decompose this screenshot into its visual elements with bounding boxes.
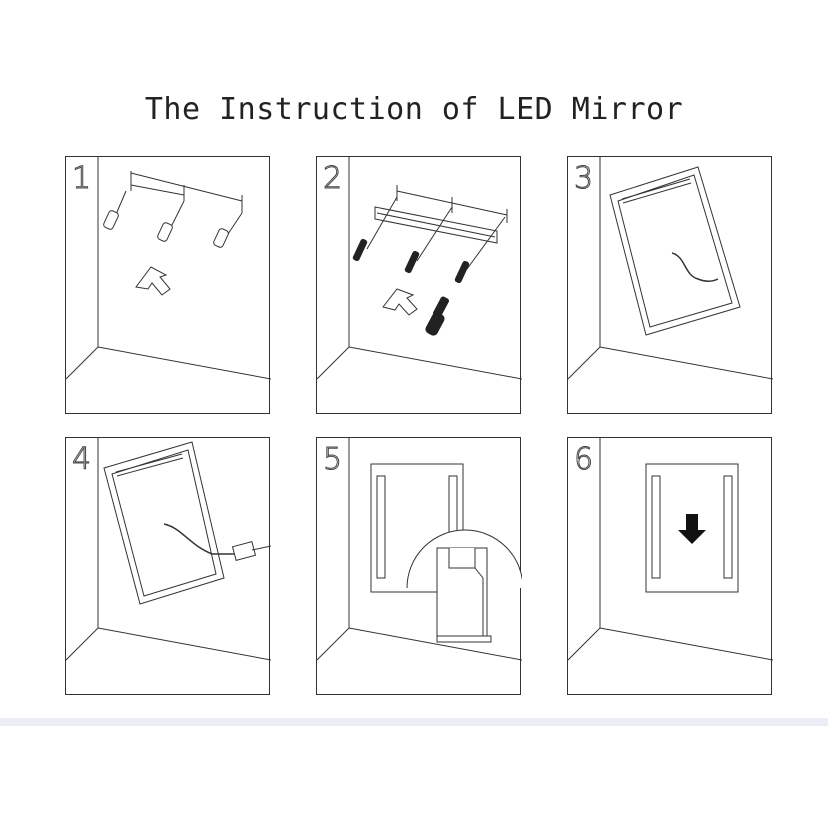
step-5-drawing: [317, 438, 522, 661]
footer-band: [0, 718, 828, 726]
step-number: 1: [71, 161, 92, 197]
step-1-drawing: [66, 157, 271, 380]
step-number: 3: [573, 161, 594, 197]
step-6-drawing: [568, 438, 773, 661]
step-number: 4: [71, 442, 92, 478]
step-number: 2: [322, 161, 343, 197]
step-6-panel: 6: [567, 437, 773, 695]
step-2-drawing: [317, 157, 522, 380]
page-title: The Instruction of LED Mirror: [144, 92, 684, 127]
step-2-panel: 2: [316, 156, 522, 414]
step-3-panel: 3: [567, 156, 773, 414]
step-3-drawing: [568, 157, 773, 380]
step-number: 5: [322, 442, 343, 478]
step-4-panel: 4: [65, 437, 271, 695]
step-1-panel: 1: [65, 156, 271, 414]
step-4-drawing: [66, 438, 271, 661]
step-number: 6: [573, 442, 594, 478]
step-5-panel: 5: [316, 437, 522, 695]
